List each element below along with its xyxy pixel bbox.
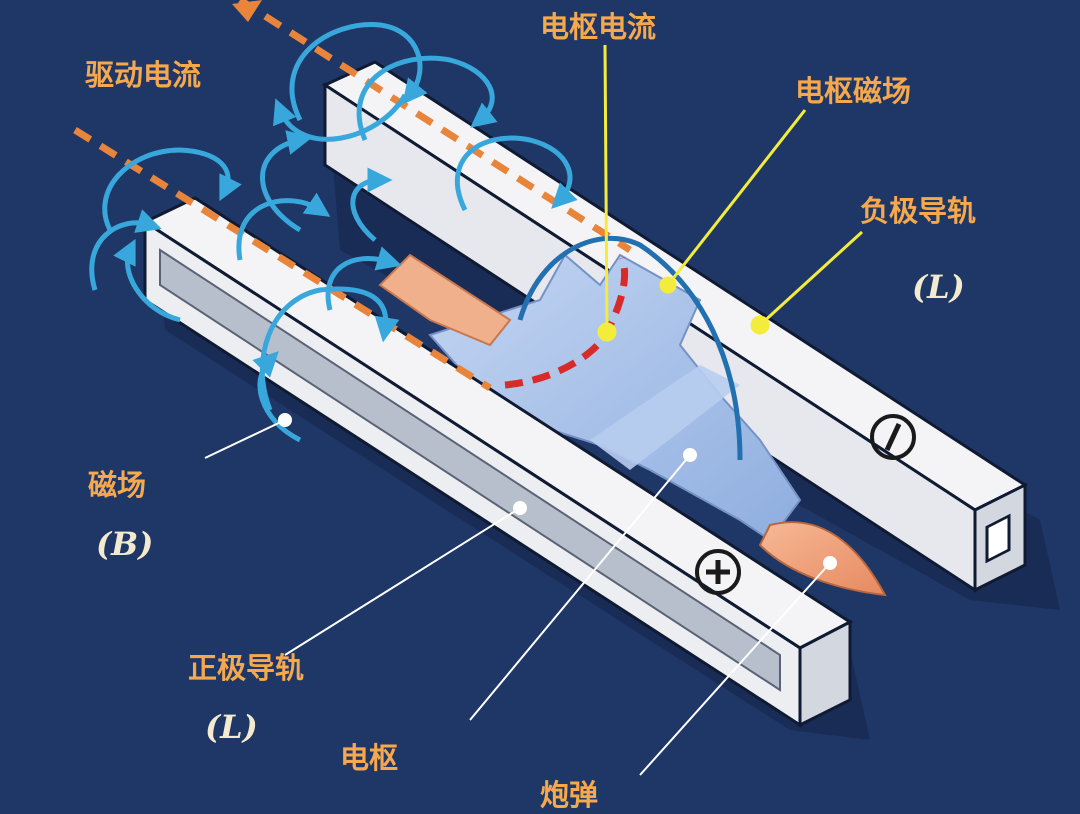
label-armature-current: 电枢电流 [540,10,657,44]
label-negative-rail-symbol: (L) [912,268,965,306]
yellow-leaders [597,44,864,342]
armature-field-arc [517,235,743,461]
projectile [758,521,887,597]
armature [378,253,802,542]
armature-plate [590,365,740,470]
negative-rail-end-hole [985,513,1011,564]
label-positive-rail: 正极导轨 [188,651,305,685]
positive-rail-end [798,619,852,728]
negative-rail-field [260,22,578,242]
label-armature: 电枢 [340,741,399,775]
label-magnetic-field: 磁场 [88,468,147,502]
drive-current-positive [73,127,492,391]
armature-tab [378,253,512,347]
drive-current-negative [238,0,632,253]
positive-rail [141,196,853,728]
label-positive-rail-symbol: (L) [205,708,258,746]
positive-rail-slot [159,248,781,692]
label-drive-current: 驱动电流 [85,58,202,92]
positive-rail-field [89,147,402,443]
white-leaders [204,413,837,776]
armature-body [428,253,802,542]
label-magnetic-field-symbol: (B) [96,525,154,563]
positive-sign [695,549,741,595]
label-projectile: 炮弹 [540,778,599,812]
label-armature-field: 电枢磁场 [795,74,912,108]
drive-current-arrowhead [232,0,262,22]
label-negative-rail: 负极导轨 [860,194,977,228]
negative-sign [870,414,916,460]
